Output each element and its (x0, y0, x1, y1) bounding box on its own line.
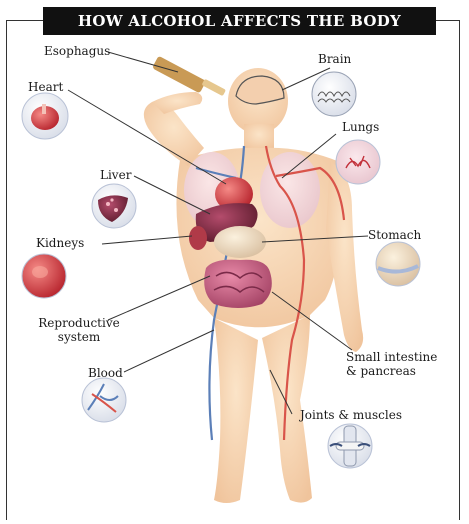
label-brain: Brain (318, 52, 351, 66)
label-reproductive-line1: Reproductive (32, 316, 126, 330)
stomach-organ (214, 226, 266, 258)
label-stomach: Stomach (368, 228, 421, 242)
heart-disc-icon (22, 93, 68, 139)
brain-disc-icon (312, 72, 356, 116)
liver-disc-icon (92, 184, 136, 228)
label-kidneys: Kidneys (36, 236, 84, 250)
lungs-disc-icon (336, 140, 380, 184)
stomach-disc-icon (376, 242, 420, 286)
label-reproductive-system: Reproductive system (32, 316, 126, 344)
label-heart: Heart (28, 80, 63, 94)
bottle-icon (152, 56, 226, 96)
intestines-organ (204, 260, 272, 308)
blood-disc-icon (82, 378, 126, 422)
kidneys-disc-icon (22, 254, 66, 298)
label-liver: Liver (100, 168, 131, 182)
label-reproductive-line2: system (32, 330, 126, 344)
label-blood: Blood (88, 366, 123, 380)
label-lungs: Lungs (342, 120, 379, 134)
label-esophagus: Esophagus (44, 44, 110, 58)
label-small-intestine: Small intestine & pancreas (346, 350, 437, 378)
joints-disc-icon (328, 424, 372, 468)
label-joints-muscles: Joints & muscles (300, 408, 402, 422)
label-small-intestine-line1: Small intestine (346, 350, 437, 364)
kidney-organ (189, 226, 207, 250)
label-small-intestine-line2: & pancreas (346, 364, 437, 378)
